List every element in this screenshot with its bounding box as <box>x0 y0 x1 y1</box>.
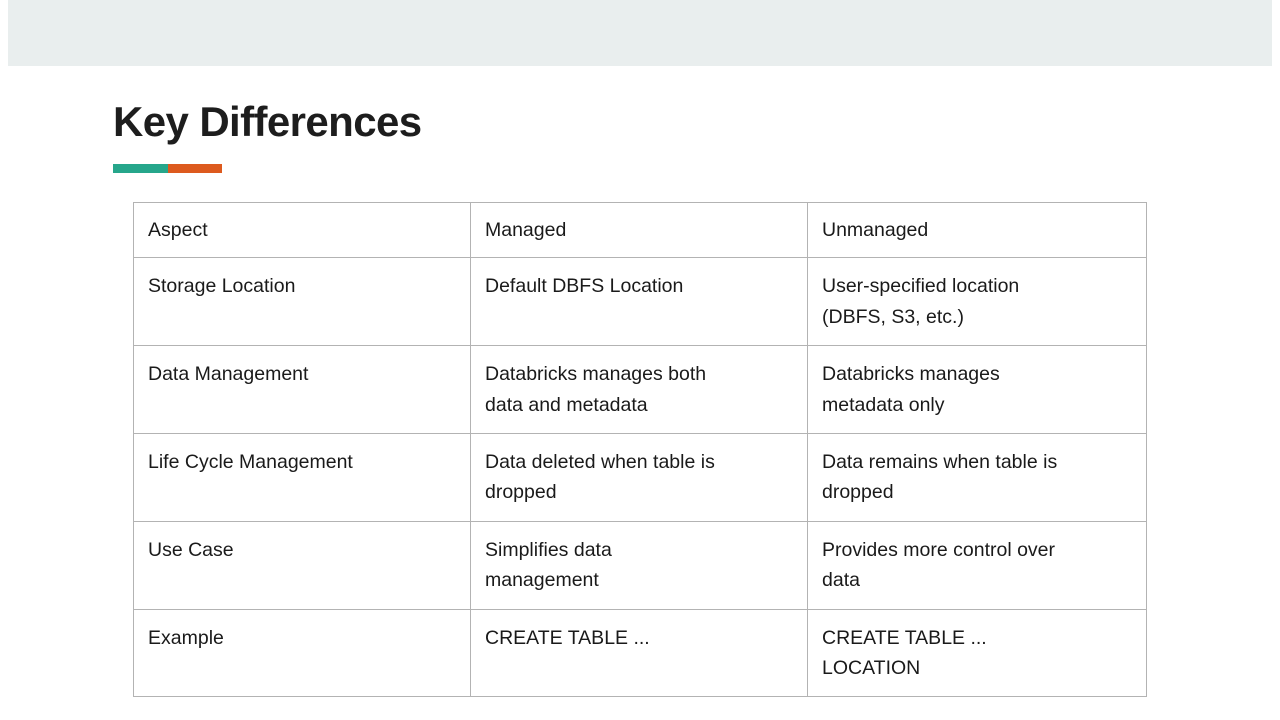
cell-line: LOCATION <box>822 657 921 680</box>
cell-line: Life Cycle Management <box>148 451 353 474</box>
cell-line: dropped <box>485 481 557 504</box>
table-row: Use Case Simplifies data management Provide… <box>133 520 1147 610</box>
cell-line: Data remains when table is <box>822 451 1058 474</box>
cell-managed: Data deleted when table is dropped <box>470 433 808 522</box>
table-row: Example CREATE TABLE ... CREATE TABLE ... L… <box>133 608 1147 698</box>
managed-vs-unmanaged-table: Aspect Managed Unmanaged Storage Locatio… <box>133 201 1147 698</box>
cell-line: Databricks manages both <box>485 363 707 386</box>
cell-unmanaged: CREATE TABLE ... LOCATION <box>807 608 1147 698</box>
cell-unmanaged: Provides more control over data <box>807 520 1147 610</box>
accent-segment-teal <box>113 164 168 173</box>
cell-line: data <box>822 569 860 592</box>
page-title: Key Differences <box>113 98 422 145</box>
cell-line: Data deleted when table is <box>485 451 715 474</box>
cell-unmanaged: User-specified location (DBFS, S3, etc.) <box>807 257 1147 347</box>
cell-line: Default DBFS Location <box>485 275 684 298</box>
cell-line: User-specified location <box>822 275 1020 298</box>
cell-line: data and metadata <box>485 393 648 416</box>
cell-managed: Databricks manages both data and metadata <box>470 345 808 435</box>
cell-aspect: Storage Location <box>133 257 471 347</box>
table-row: Life Cycle Management Data deleted when t… <box>133 433 1147 522</box>
table-head: Aspect Managed Unmanaged <box>133 201 1147 259</box>
cell-line: Provides more control over <box>822 538 1056 561</box>
cell-line: metadata only <box>822 393 945 416</box>
title-accent-bar <box>113 164 222 173</box>
comparison-table: Aspect Managed Unmanaged Storage Locatio… <box>133 201 1147 698</box>
cell-line: (DBFS, S3, etc.) <box>822 305 964 328</box>
cell-line: Storage Location <box>148 275 296 298</box>
cell-managed: Default DBFS Location <box>470 257 808 347</box>
cell-line: CREATE TABLE ... <box>822 626 987 649</box>
cell-line: Data Management <box>148 363 309 386</box>
cell-aspect: Data Management <box>133 345 471 435</box>
table-header-row: Aspect Managed Unmanaged <box>133 201 1147 259</box>
top-banner <box>8 0 1272 66</box>
cell-unmanaged: Data remains when table is dropped <box>807 433 1147 522</box>
cell-line: Simplifies data <box>485 538 612 561</box>
cell-line: Use Case <box>148 538 234 561</box>
cell-line: CREATE TABLE ... <box>485 626 650 649</box>
cell-unmanaged: Databricks manages metadata only <box>807 345 1147 435</box>
cell-aspect: Life Cycle Management <box>133 433 471 522</box>
cell-line: dropped <box>822 481 894 504</box>
cell-line: Example <box>148 626 224 649</box>
column-header-aspect: Aspect <box>133 201 471 259</box>
title-block: Key Differences <box>113 98 1013 146</box>
column-header-managed: Managed <box>470 201 808 259</box>
accent-segment-orange <box>167 164 222 173</box>
column-header-unmanaged: Unmanaged <box>807 201 1147 259</box>
cell-aspect: Example <box>133 608 471 698</box>
cell-managed: CREATE TABLE ... <box>470 608 808 698</box>
cell-aspect: Use Case <box>133 520 471 610</box>
table-row: Data Management Databricks manages both da… <box>133 345 1147 435</box>
cell-line: management <box>485 569 599 592</box>
cell-line: Databricks manages <box>822 363 1000 386</box>
table-row: Storage Location Default DBFS Location Use… <box>133 257 1147 347</box>
cell-managed: Simplifies data management <box>470 520 808 610</box>
